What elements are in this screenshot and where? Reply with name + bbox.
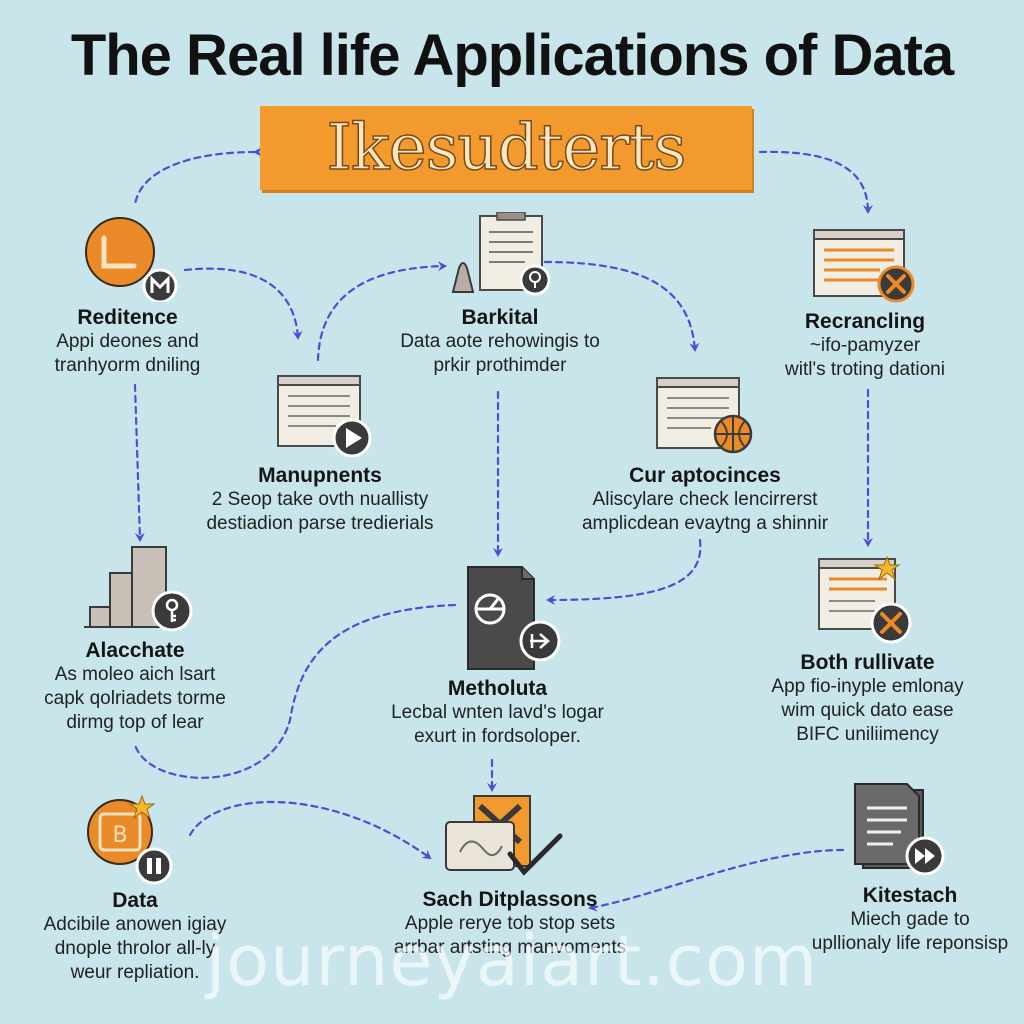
node-desc-line: wim quick dato ease [781, 700, 954, 721]
key-badge-icon [151, 590, 193, 632]
banner-text: Ikesudterts [326, 110, 687, 186]
node-desc-line: upllionaly life reponsisp [811, 933, 1009, 954]
node-desc-line: tranhyorm dniling [54, 355, 201, 376]
node-desc-line: Adcibile anowen igiay [43, 914, 227, 935]
node-title: Both rullivate [800, 651, 935, 674]
node-title: Recrancling [804, 310, 926, 333]
node-title: Kitestach [862, 884, 958, 907]
node-recrancling: Recrancling ~ifo-pamyzer witl's troting … [765, 228, 965, 382]
node-kitestach: Kitestach Miech gade to upllionaly life … [795, 780, 1024, 956]
close-badge-icon [870, 602, 912, 644]
bar-chart-icon [80, 545, 200, 635]
play-badge-icon [332, 418, 372, 458]
node-metholuta: Metholuta Lecbal wnten lavd's logar exur… [355, 565, 640, 749]
m-badge-icon [142, 268, 178, 304]
arrow-manupnents-to-barkital [316, 261, 447, 362]
arrow-banner-to-recrancling [758, 150, 873, 214]
close-badge-icon [877, 265, 915, 303]
arrow-badge-icon [519, 620, 561, 662]
arrow-data-to-sach [188, 800, 432, 860]
node-desc-line: capk qolriadets torme [44, 688, 226, 709]
window-icon [815, 555, 925, 647]
node-sach-ditplassons: Sach Ditplassons Apple rerye tob stop se… [370, 792, 650, 960]
node-desc-line: destiadion parse tredierials [206, 513, 434, 534]
orange-b-circle-icon: B [84, 790, 194, 885]
node-title: Manupnents [258, 464, 382, 487]
node-desc-line: Apple rerye tob stop sets [404, 913, 616, 934]
node-desc-line: amplicdean evaytng a shinnir [581, 513, 829, 534]
node-alacchate: Alacchate As moleo aich lsart capk qolri… [30, 545, 240, 735]
arrow-redience-to-alacchate [133, 383, 145, 542]
node-title: Sach Ditplassons [422, 888, 598, 911]
node-desc-line: 2 Seop take ovth nuallisty [211, 489, 429, 510]
document-icon [460, 565, 570, 673]
node-data: B Data Adcibile anowen igiay dnople thro… [20, 790, 250, 985]
node-desc-line: exurt in fordsoloper. [414, 726, 581, 747]
svg-text:B: B [112, 823, 127, 848]
forward-badge-icon [905, 836, 945, 876]
node-desc-line: App fio-inyple emlonay [771, 676, 964, 697]
basketball-badge-icon [713, 414, 753, 454]
node-desc-line: ~ifo-pamyzer [809, 335, 921, 356]
node-desc-line: BIFC uniliimency [796, 724, 939, 745]
node-desc-line: Aliscylare check lencirrerst [592, 489, 818, 510]
node-both-rullivate: Both rullivate App fio-inyple emlonay wi… [735, 555, 1000, 747]
watermark: journeyaiart.com [205, 920, 819, 1002]
node-title: Cur aptocinces [629, 464, 781, 487]
node-title: Reditence [77, 306, 178, 329]
node-desc-line: dnople throlor all-ly [54, 938, 216, 959]
node-desc-line: Appi deones and [56, 331, 199, 352]
arrow-redience-to-manupnents [183, 267, 303, 340]
node-desc-line: Data aote rehowingis to [400, 331, 600, 352]
node-desc-line: Miech gade to [850, 909, 970, 930]
node-title: Data [112, 889, 158, 912]
arrow-barkital-to-cur [543, 260, 700, 352]
node-desc-line: arrbar artsting manvoments [393, 937, 627, 958]
checkmark-icon [507, 833, 563, 876]
window-icon [810, 228, 920, 306]
pause-badge-icon [135, 847, 173, 885]
banner: Ikesudterts [260, 106, 752, 190]
node-desc-line: Lecbal wnten lavd's logar [391, 702, 604, 723]
page-title: The Real life Applications of Data [70, 23, 954, 88]
node-desc-line: dirmg top of lear [66, 712, 204, 733]
arrow-cur-to-metholuta [546, 538, 702, 605]
orange-l-circle-icon [82, 212, 192, 304]
node-desc-line: prkir prothimder [433, 355, 567, 376]
node-title: Alacchate [85, 639, 185, 662]
node-desc-line: As moleo aich lsart [54, 664, 216, 685]
arrow-kitestach-to-sach [588, 848, 845, 912]
folder-check-icon [440, 792, 570, 884]
arrow-metholuta-to-alacchate [133, 603, 457, 779]
bulb-badge-icon [519, 264, 551, 296]
node-title: Barkital [461, 306, 539, 329]
node-desc-line: weur repliation. [70, 962, 200, 983]
node-barkital: Barkital Data aote rehowingis to prkir p… [365, 211, 635, 378]
window-icon [651, 372, 761, 460]
list-document-icon [845, 780, 955, 880]
node-manupnents: Manupnents 2 Seop take ovth nuallisty de… [160, 372, 480, 536]
node-desc-line: witl's troting dationi [785, 359, 945, 380]
window-icon [270, 372, 380, 460]
node-redience: Reditence Appi deones and tranhyorm dnil… [30, 212, 225, 378]
node-title: Metholuta [447, 677, 548, 700]
node-cur-aptocinces: Cur aptocinces Aliscylare check lencirre… [555, 372, 855, 536]
clipboard-icon [445, 211, 555, 302]
arrow-banner-to-redience [133, 146, 263, 207]
